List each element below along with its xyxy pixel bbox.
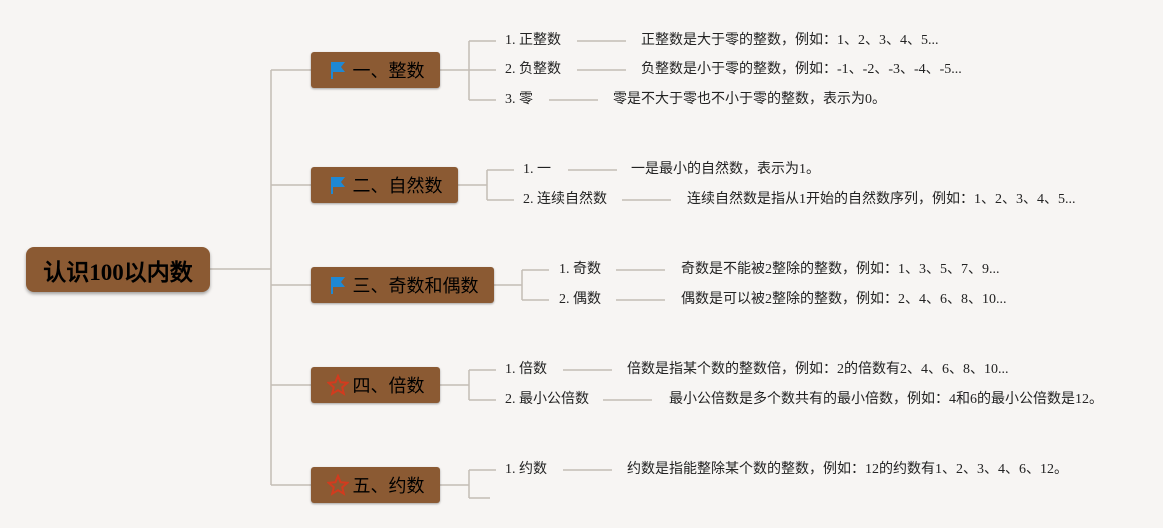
sub-item-desc: 偶数是可以被2整除的整数，例如：2、4、6、8、10... bbox=[681, 292, 1007, 307]
connector-group-5 bbox=[440, 469, 496, 499]
sub-item-label[interactable]: 2. 偶数 bbox=[559, 292, 601, 307]
sub-item-desc: 一是最小的自然数，表示为1。 bbox=[631, 162, 820, 177]
sub-item-desc: 倍数是指某个数的整数倍，例如：2的倍数有2、4、6、8、10... bbox=[627, 362, 1009, 377]
sub-item-label[interactable]: 1. 正整数 bbox=[505, 33, 561, 48]
connector-leaf-1 bbox=[549, 40, 626, 101]
connector-group-2 bbox=[458, 169, 514, 201]
connector-group-4 bbox=[440, 369, 496, 401]
branch-node-odd-even[interactable]: 三、奇数和偶数 bbox=[311, 267, 494, 303]
root-node[interactable]: 认识100以内数 bbox=[26, 247, 210, 292]
blue-flag-icon bbox=[327, 274, 349, 296]
sub-item-desc: 最小公倍数是多个数共有的最小倍数，例如：4和6的最小公倍数是12。 bbox=[669, 392, 1103, 407]
sub-item-label[interactable]: 2. 负整数 bbox=[505, 62, 561, 77]
branch-node-integers[interactable]: 一、整数 bbox=[311, 52, 440, 88]
red-star-icon bbox=[325, 373, 350, 396]
connector-leaf-2 bbox=[568, 169, 671, 201]
connector-group-3 bbox=[494, 269, 549, 301]
connector-group-1 bbox=[440, 40, 496, 101]
branch-title: 一、整数 bbox=[352, 61, 425, 81]
sub-item-label[interactable]: 3. 零 bbox=[505, 92, 533, 107]
branch-node-multiples[interactable]: 四、倍数 bbox=[311, 367, 440, 403]
sub-item-desc: 连续自然数是指从1开始的自然数序列，例如：1、2、3、4、5... bbox=[687, 192, 1076, 207]
red-star-icon bbox=[325, 473, 350, 496]
branch-title: 二、自然数 bbox=[352, 176, 443, 196]
sub-item-label[interactable]: 1. 一 bbox=[523, 162, 551, 177]
blue-flag-icon bbox=[327, 59, 349, 81]
sub-item-desc: 正整数是大于零的整数，例如：1、2、3、4、5... bbox=[641, 33, 939, 48]
root-title: 认识100以内数 bbox=[43, 259, 193, 285]
sub-item-desc: 负整数是小于零的整数，例如：-1、-2、-3、-4、-5... bbox=[641, 62, 962, 77]
blue-flag-icon bbox=[327, 174, 349, 196]
sub-item-desc: 零是不大于零也不小于零的整数，表示为0。 bbox=[613, 92, 886, 107]
sub-item-desc: 奇数是不能被2整除的整数，例如：1、3、5、7、9... bbox=[681, 262, 1000, 277]
connector-leaf-4 bbox=[563, 369, 652, 401]
sub-item-desc: 约数是指能整除某个数的整数，例如：12的约数有1、2、3、4、6、12。 bbox=[627, 462, 1068, 477]
branch-title: 五、约数 bbox=[352, 476, 425, 496]
sub-item-label[interactable]: 1. 奇数 bbox=[559, 262, 601, 277]
branch-title: 三、奇数和偶数 bbox=[352, 276, 479, 296]
sub-item-label[interactable]: 2. 最小公倍数 bbox=[505, 392, 589, 407]
sub-item-label[interactable]: 1. 约数 bbox=[505, 462, 547, 477]
branch-node-natural-numbers[interactable]: 二、自然数 bbox=[311, 167, 458, 203]
sub-item-label[interactable]: 2. 连续自然数 bbox=[523, 192, 607, 207]
connector-leaf-3 bbox=[616, 269, 665, 301]
branch-node-divisors[interactable]: 五、约数 bbox=[311, 467, 440, 503]
branch-title: 四、倍数 bbox=[352, 376, 425, 396]
sub-item-label[interactable]: 1. 倍数 bbox=[505, 362, 547, 377]
